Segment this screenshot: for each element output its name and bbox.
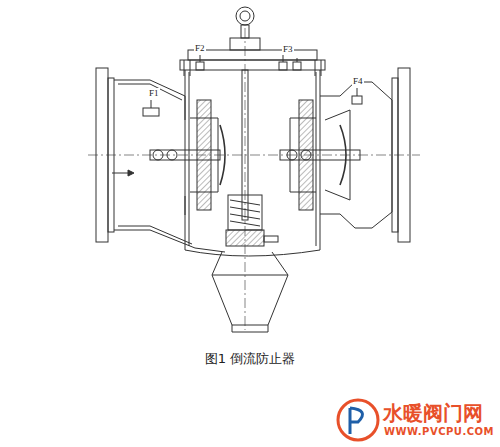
part-label: F3 — [282, 44, 294, 54]
watermark: WWW.PVCPU.COM — [384, 426, 494, 437]
part-label: F1 — [148, 88, 160, 98]
watermark-logo — [338, 400, 378, 440]
part-label: F4 — [352, 76, 364, 86]
watermark: 水暖阀门网 — [383, 400, 483, 427]
figure-caption: 图1 倒流防止器 — [205, 350, 295, 368]
part-label: F2 — [194, 43, 206, 53]
